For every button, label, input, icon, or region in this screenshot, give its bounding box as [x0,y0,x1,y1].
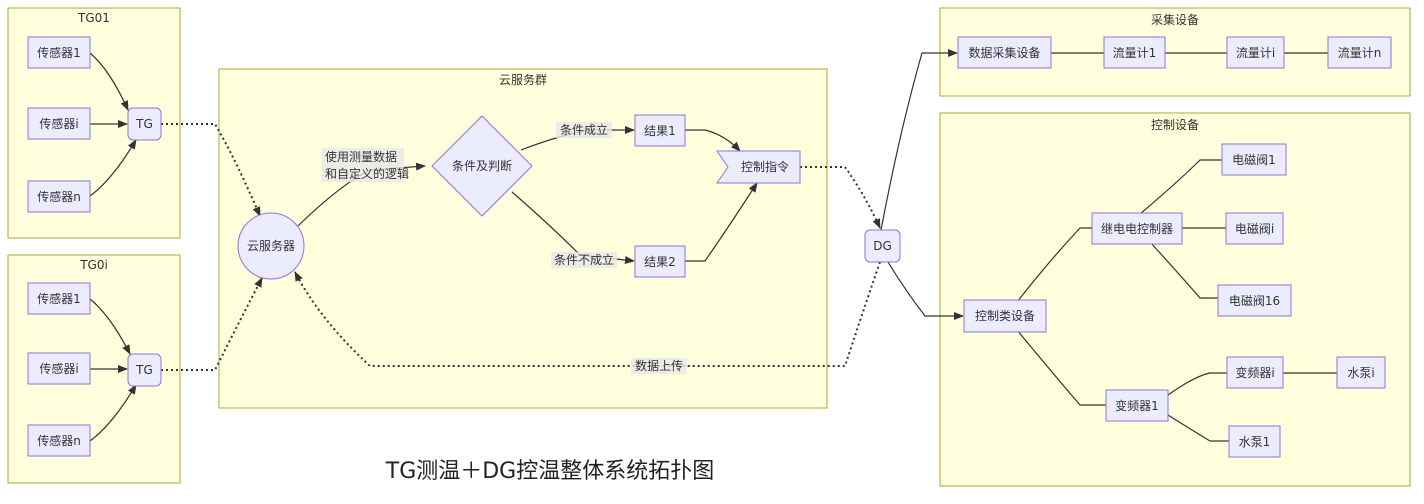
node-tg0i-sensor1-label: 传感器1 [37,291,81,306]
node-cloud-server[interactable]: 云服务器 [237,212,305,280]
diagram-title: TG测温＋DG控温整体系统拓扑图 [385,459,714,484]
node-vfdi-label: 变频器i [1235,365,1274,380]
node-tg0i-sensori-label: 传感器i [39,361,78,376]
node-control-command-label: 控制指令 [741,159,789,174]
node-tg01-tg[interactable]: TG [127,107,162,141]
node-tg01-sensor1-label: 传感器1 [37,45,81,60]
node-flowi[interactable]: 流量计i [1226,36,1285,69]
node-relay-label: 继电电控制器 [1101,222,1173,236]
node-tg0i-sensorn-label: 传感器n [37,433,81,448]
node-tg01-sensorn-label: 传感器n [37,189,81,204]
node-tg01-sensorn[interactable]: 传感器n [27,180,91,213]
edge-tg01-cloud [161,123,261,217]
edge-tg01-sn-tg [89,139,137,197]
edge-dg-upload [294,261,881,367]
node-cloud-server-label: 云服务器 [247,238,295,253]
group-control: 控制设备 [939,112,1411,487]
node-data-collect[interactable]: 数据采集设备 [957,36,1052,69]
edge-label-cond-true: 条件成立 [556,122,612,138]
group-cloud: 云服务群 [218,68,828,409]
edge-tg01-s1-tg [89,52,129,111]
edge-label-cond-false-text: 条件不成立 [554,252,614,267]
node-valve1[interactable]: 电磁阀1 [1221,143,1287,176]
edge-control-relay [1016,227,1092,303]
edge-dg-collect [880,49,958,231]
edge-vfd1-vfdi [1167,372,1227,396]
node-tg01-sensor1[interactable]: 传感器1 [27,36,91,69]
edge-relay-valve16 [1149,241,1218,299]
node-vfd1[interactable]: 变频器1 [1105,389,1169,422]
node-valve16[interactable]: 电磁阀16 [1217,284,1292,317]
node-tg01-sensori-label: 传感器i [39,116,78,131]
node-valve1-label: 电磁阀1 [1232,152,1276,167]
edge-control-vfd1 [1016,329,1106,406]
node-tg0i-sensorn[interactable]: 传感器n [27,424,91,457]
node-tg0i-sensor1[interactable]: 传感器1 [27,282,91,315]
group-cloud-label: 云服务群 [499,72,547,87]
node-tg0i-tg[interactable]: TG [127,353,162,387]
node-valvei[interactable]: 电磁阀i [1225,212,1284,245]
edge-label-logic-line2: 和自定义的逻辑 [325,166,409,181]
node-flowi-label: 流量计i [1236,46,1275,60]
node-valvei-label: 电磁阀i [1235,221,1274,236]
node-tg0i-sensori[interactable]: 传感器i [27,352,91,385]
node-result1[interactable]: 结果1 [634,114,686,147]
node-vfdi[interactable]: 变频器i [1226,356,1284,389]
node-flown-label: 流量计n [1338,46,1382,60]
node-pump1-label: 水泵1 [1239,435,1271,449]
edge-dg-control [887,261,964,320]
node-control-device-label: 控制类设备 [975,309,1035,323]
node-dg-label: DG [873,239,892,253]
node-result2-label: 结果2 [644,255,676,269]
edge-result2-cmd [685,182,758,262]
node-dg[interactable]: DG [864,229,901,263]
edge-tg0i-sn-tg [89,384,137,442]
group-tg01-label: TG01 [77,11,110,25]
edge-cmd-dg [800,166,881,229]
node-flow1-label: 流量计1 [1113,46,1157,60]
node-vfd1-label: 变频器1 [1115,398,1159,413]
node-result2[interactable]: 结果2 [634,245,686,278]
node-tg0i-tg-label: TG [135,363,153,377]
node-pump1[interactable]: 水泵1 [1228,425,1281,458]
edge-label-cond-false: 条件不成立 [551,252,617,268]
node-relay[interactable]: 继电电控制器 [1091,212,1183,245]
group-control-label: 控制设备 [1151,118,1199,132]
node-data-collect-label: 数据采集设备 [968,45,1040,60]
node-result1-label: 结果1 [644,124,676,138]
edge-label-upload-text: 数据上传 [635,358,683,373]
node-pumpi[interactable]: 水泵i [1336,356,1386,389]
node-tg01-tg-label: TG [135,117,153,131]
edge-tg0i-s1-tg [89,298,131,355]
edge-label-cond-true-text: 条件成立 [560,122,608,137]
node-flown[interactable]: 流量计n [1327,36,1392,69]
group-collect-label: 采集设备 [1151,12,1199,27]
node-control-device[interactable]: 控制类设备 [963,299,1047,333]
edge-vfd1-pump1 [1167,414,1229,442]
edge-tg0i-cloud [161,277,263,371]
edge-label-logic: 使用测量数据 和自定义的逻辑 [322,148,409,182]
edge-label-upload: 数据上传 [631,358,687,374]
edge-relay-valve1 [1139,159,1222,215]
node-control-command[interactable]: 控制指令 [716,150,801,184]
edge-label-logic-line1: 使用测量数据 [325,149,397,164]
node-condition[interactable]: 条件及判断 [431,115,533,217]
node-flow1[interactable]: 流量计1 [1103,36,1166,69]
node-tg01-sensori[interactable]: 传感器i [27,107,91,140]
node-pumpi-label: 水泵i [1347,366,1374,380]
node-condition-label: 条件及判断 [452,158,512,173]
group-tg0i-label: TG0i [79,258,108,272]
node-valve16-label: 电磁阀16 [1229,293,1280,308]
edge-result1-cmd [685,129,741,152]
